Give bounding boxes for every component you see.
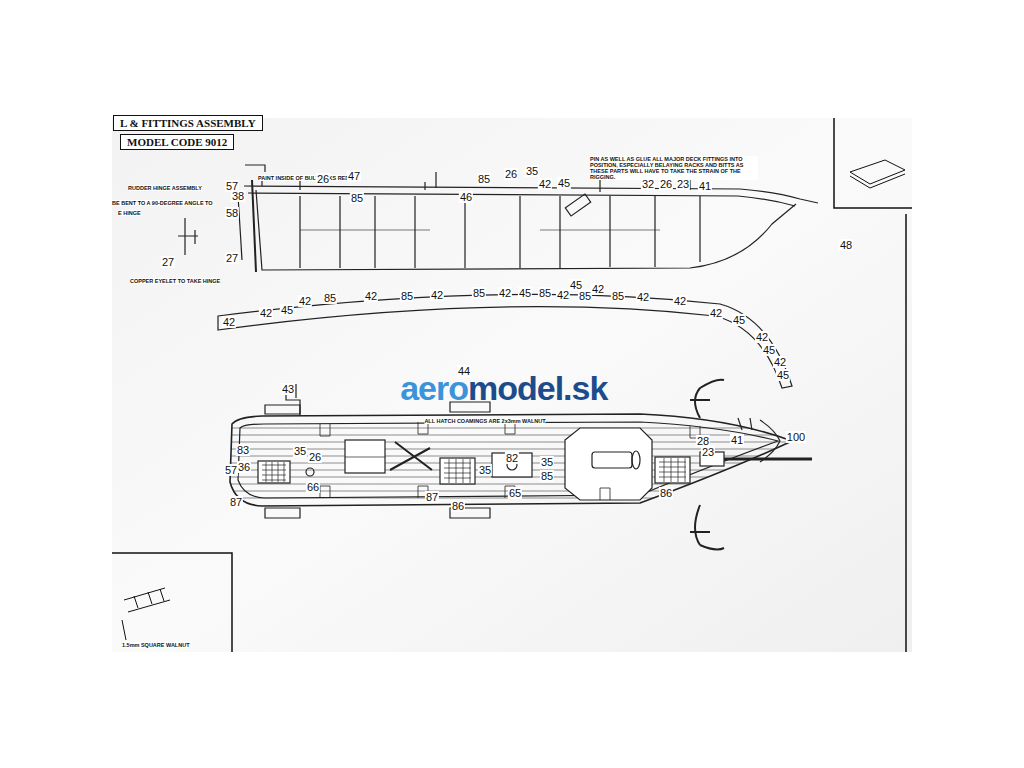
watermark: aero <box>400 371 468 405</box>
callout-number: 45 <box>776 369 790 381</box>
note-text: ALL HATCH COAMINGS ARE 2x3mm WALNUT <box>424 418 545 424</box>
callout-number: 85 <box>611 290 625 302</box>
callout-number: 47 <box>347 170 361 182</box>
watermark: model.sk <box>468 371 607 405</box>
callout-number: 35 <box>525 165 539 177</box>
callout-number: 42 <box>298 295 312 307</box>
callout-number: 41 <box>698 180 712 192</box>
callout-number: 35 <box>540 456 554 468</box>
callout-number: 45 <box>762 344 776 356</box>
callout-number: 83 <box>236 444 250 456</box>
callout-number: 36 <box>237 461 251 473</box>
note-text: PIN AS WELL AS GLUE ALL MAJOR DECK FITTI… <box>590 156 758 180</box>
paper-sheet <box>112 118 912 652</box>
callout-number: 87 <box>425 491 439 503</box>
callout-number: 85 <box>323 292 337 304</box>
title-box: L & FITTINGS ASSEMBLY <box>113 115 263 131</box>
callout-number: 85 <box>400 290 414 302</box>
callout-number: 45 <box>518 287 532 299</box>
callout-number: 42 <box>673 295 687 307</box>
title-text: L & FITTINGS ASSEMBLY <box>120 117 256 129</box>
callout-number: 27 <box>161 256 175 268</box>
callout-number: 45 <box>280 304 294 316</box>
callout-number: 66 <box>306 481 320 493</box>
inset-frames <box>112 118 912 652</box>
callout-number: 35 <box>478 464 492 476</box>
callout-number: 26 <box>659 178 673 190</box>
callout-number: 45 <box>732 314 746 326</box>
callout-number: 42 <box>709 307 723 319</box>
callout-number: 42 <box>591 283 605 295</box>
callout-number: 41 <box>730 434 744 446</box>
callout-number: 42 <box>538 178 552 190</box>
callout-number: 85 <box>540 470 554 482</box>
callout-number: 85 <box>477 173 491 185</box>
callout-number: 42 <box>636 291 650 303</box>
title-text: MODEL CODE 9012 <box>127 136 227 148</box>
callout-number: 46 <box>459 191 473 203</box>
callout-number: 42 <box>364 290 378 302</box>
deck-plank <box>220 442 800 443</box>
callout-number: 45 <box>557 177 571 189</box>
callout-number: 65 <box>508 487 522 499</box>
callout-number: 26 <box>308 451 322 463</box>
callout-number: 48 <box>839 239 853 251</box>
callout-number: 42 <box>773 356 787 368</box>
callout-number: 42 <box>430 289 444 301</box>
title-box: MODEL CODE 9012 <box>120 134 234 150</box>
note-text: 1.5mm SQUARE WALNUT <box>122 642 190 648</box>
note-text: E HINGE <box>118 210 141 216</box>
callout-number: 42 <box>259 307 273 319</box>
callout-number: 82 <box>505 452 519 464</box>
callout-number: 85 <box>538 287 552 299</box>
callout-number: 87 <box>229 496 243 508</box>
callout-number: 86 <box>451 500 465 512</box>
callout-number: 85 <box>350 192 364 204</box>
side-elevation <box>178 165 818 272</box>
deck-plank <box>220 435 800 436</box>
callout-number: 23 <box>676 178 690 190</box>
callout-number: 85 <box>472 287 486 299</box>
callout-number: 86 <box>659 487 673 499</box>
note-text: PAINT INSIDE OF BULWARKS RED <box>258 175 349 181</box>
callout-number: 26 <box>316 173 330 185</box>
note-text: BE BENT TO A 90-DEGREE ANGLE TO <box>112 200 213 206</box>
callout-number: 58 <box>225 207 239 219</box>
callout-number: 26 <box>504 168 518 180</box>
callout-number: 42 <box>498 287 512 299</box>
callout-number: 27 <box>225 252 239 264</box>
callout-number: 23 <box>701 446 715 458</box>
callout-number: 100 <box>786 431 806 443</box>
callout-number: 42 <box>222 316 236 328</box>
callout-number: 32 <box>641 178 655 190</box>
callout-number: 42 <box>755 331 769 343</box>
note-text: COPPER EYELET TO TAKE HINGE <box>130 278 220 284</box>
note-text: RUDDER HINGE ASSEMBLY <box>128 185 202 191</box>
deck-plan <box>220 380 812 550</box>
callout-number: 35 <box>293 445 307 457</box>
callout-number: 43 <box>281 383 295 395</box>
callout-number: 38 <box>231 190 245 202</box>
